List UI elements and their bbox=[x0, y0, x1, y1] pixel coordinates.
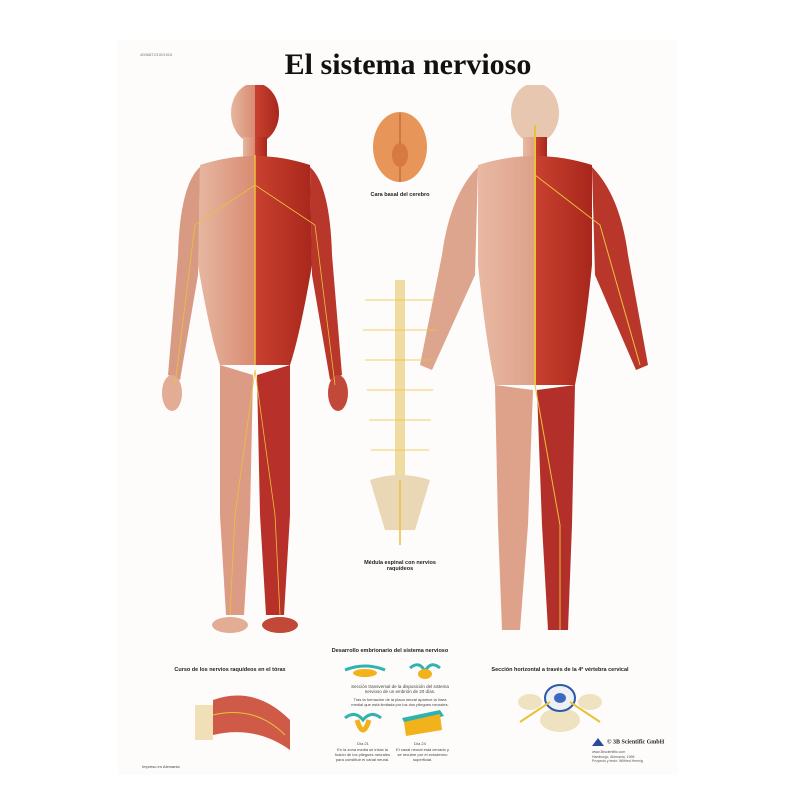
vertebra-section-illustration bbox=[518, 684, 602, 732]
brain-caption: Cara basal del cerebro bbox=[370, 192, 430, 198]
product-code: 4006872/1001915 bbox=[140, 52, 173, 57]
embryo-day24-illustration bbox=[402, 710, 444, 736]
front-body-illustration bbox=[162, 85, 348, 633]
back-body-illustration bbox=[420, 85, 648, 630]
embryo-neural-plate-illustration bbox=[344, 663, 441, 679]
day21-label: Día 21 bbox=[357, 741, 369, 746]
printed-in: Impreso en Alemania bbox=[142, 764, 180, 769]
day24-text: El canal neural está cerrado y se recubr… bbox=[396, 747, 449, 762]
day24-label: Día 24 bbox=[414, 741, 426, 746]
embryo-subtitle: Sección transversal de la disposición de… bbox=[351, 684, 449, 694]
thorax-caption: Curso de los nervios raquídeos en el tór… bbox=[174, 667, 286, 673]
author: Proyecto y texto: Wilfried Hennig bbox=[592, 759, 643, 763]
spinal-cord-illustration bbox=[363, 280, 437, 545]
publisher-info: www.3bscientific.com Hamburgo, Alemania,… bbox=[592, 750, 643, 764]
place: Hamburgo, Alemania, 1996 bbox=[592, 754, 635, 759]
thorax-nerves-illustration bbox=[195, 695, 290, 750]
embryo-day21-illustration bbox=[344, 713, 382, 733]
poster-title: El sistema nervioso bbox=[284, 48, 532, 81]
3b-logo-icon bbox=[592, 738, 604, 746]
brain-base-illustration bbox=[373, 112, 427, 182]
embryo-note: Tras la formación de la placa neural apa… bbox=[351, 697, 449, 707]
vertebra-section-caption: Sección horizontal a través de la 4ª vér… bbox=[491, 667, 629, 673]
publisher-name: © 3B Scientific GmbH bbox=[607, 739, 665, 746]
day21-text: En la zona media se inicia la fusión de … bbox=[335, 747, 390, 762]
website: www.3bscientific.com bbox=[592, 750, 626, 754]
publisher-logo: © 3B Scientific GmbH bbox=[592, 738, 664, 746]
spine-caption: Médula espinal con nervios raquídeos bbox=[364, 560, 436, 572]
embryo-title: Desarrollo embrionario del sistema nervi… bbox=[331, 648, 449, 654]
